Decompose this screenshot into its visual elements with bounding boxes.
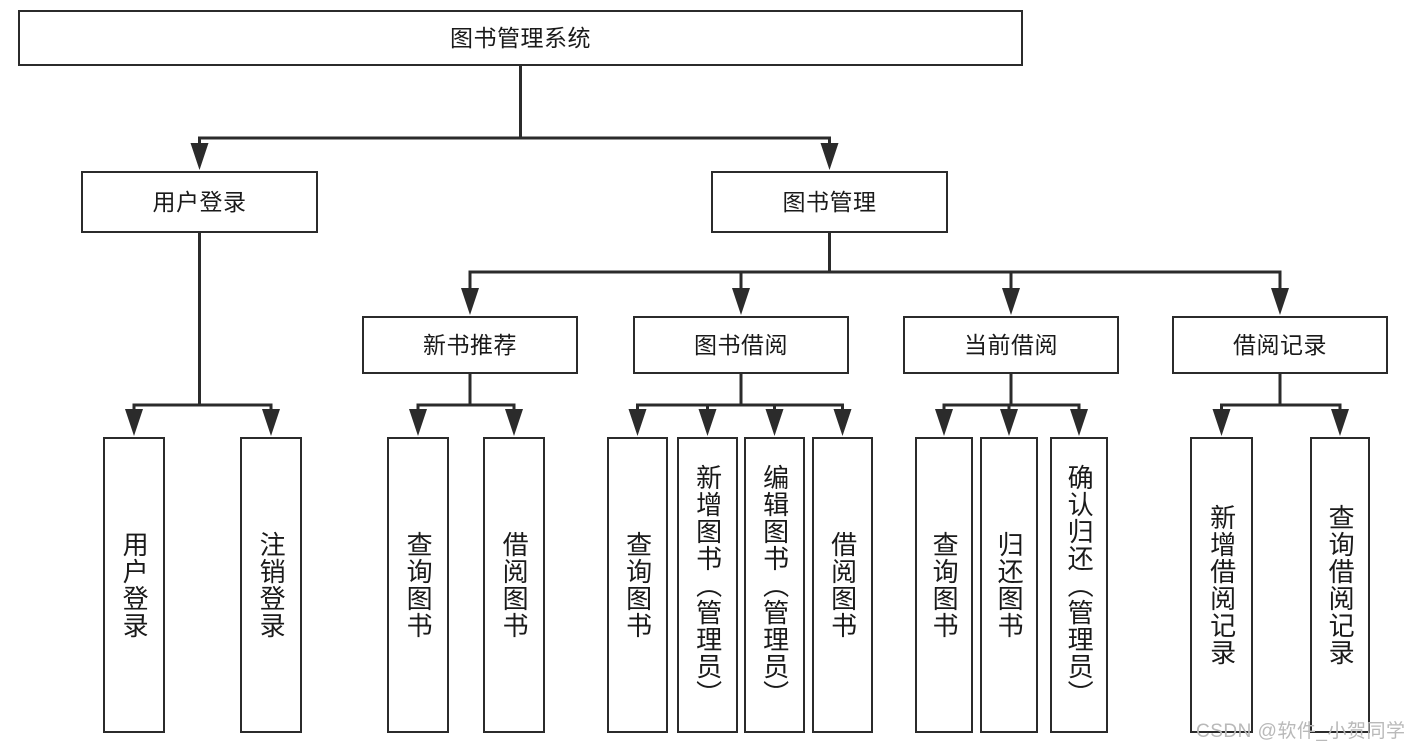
node-l3_0[interactable]: 新书推荐 <box>362 316 578 374</box>
node-leaf_7[interactable]: 借阅图书 <box>812 437 873 733</box>
node-label: 新增借阅记录 <box>1206 504 1237 666</box>
node-label: 借阅图书 <box>499 531 530 639</box>
node-label: 用户登录 <box>119 531 150 639</box>
node-label: 注销登录 <box>256 531 287 639</box>
node-label: 确认归还（管理员） <box>1064 463 1095 707</box>
node-leaf_1[interactable]: 注销登录 <box>240 437 302 733</box>
node-leaf_9[interactable]: 归还图书 <box>980 437 1038 733</box>
node-label: 图书借阅 <box>694 331 788 358</box>
node-label: 查询借阅记录 <box>1325 504 1356 666</box>
node-leaf_5[interactable]: 新增图书（管理员） <box>677 437 738 733</box>
node-label: 用户登录 <box>152 188 247 215</box>
node-label: 当前借阅 <box>964 331 1058 358</box>
node-leaf_3[interactable]: 借阅图书 <box>483 437 545 733</box>
node-l3_2[interactable]: 当前借阅 <box>903 316 1119 374</box>
node-label: 借阅图书 <box>827 531 858 639</box>
node-leaf_0[interactable]: 用户登录 <box>103 437 165 733</box>
node-label: 查询图书 <box>929 531 960 639</box>
node-leaf_11[interactable]: 新增借阅记录 <box>1190 437 1253 733</box>
node-l3_3[interactable]: 借阅记录 <box>1172 316 1388 374</box>
node-label: 查询图书 <box>622 531 653 639</box>
node-leaf_4[interactable]: 查询图书 <box>607 437 668 733</box>
node-label: 编辑图书（管理员） <box>759 463 790 707</box>
node-l3_1[interactable]: 图书借阅 <box>633 316 849 374</box>
node-leaf_2[interactable]: 查询图书 <box>387 437 449 733</box>
node-label: 新增图书（管理员） <box>692 463 723 707</box>
node-leaf_12[interactable]: 查询借阅记录 <box>1310 437 1370 733</box>
node-label: 新书推荐 <box>423 331 517 358</box>
node-leaf_10[interactable]: 确认归还（管理员） <box>1050 437 1108 733</box>
node-l2_0[interactable]: 用户登录 <box>81 171 318 233</box>
node-label: 图书管理 <box>782 188 877 215</box>
node-leaf_8[interactable]: 查询图书 <box>915 437 973 733</box>
node-l2_1[interactable]: 图书管理 <box>711 171 948 233</box>
node-label: 查询图书 <box>403 531 434 639</box>
node-root[interactable]: 图书管理系统 <box>18 10 1023 66</box>
node-label: 归还图书 <box>994 531 1025 639</box>
node-label: 图书管理系统 <box>450 24 591 51</box>
node-leaf_6[interactable]: 编辑图书（管理员） <box>744 437 805 733</box>
node-label: 借阅记录 <box>1233 331 1327 358</box>
